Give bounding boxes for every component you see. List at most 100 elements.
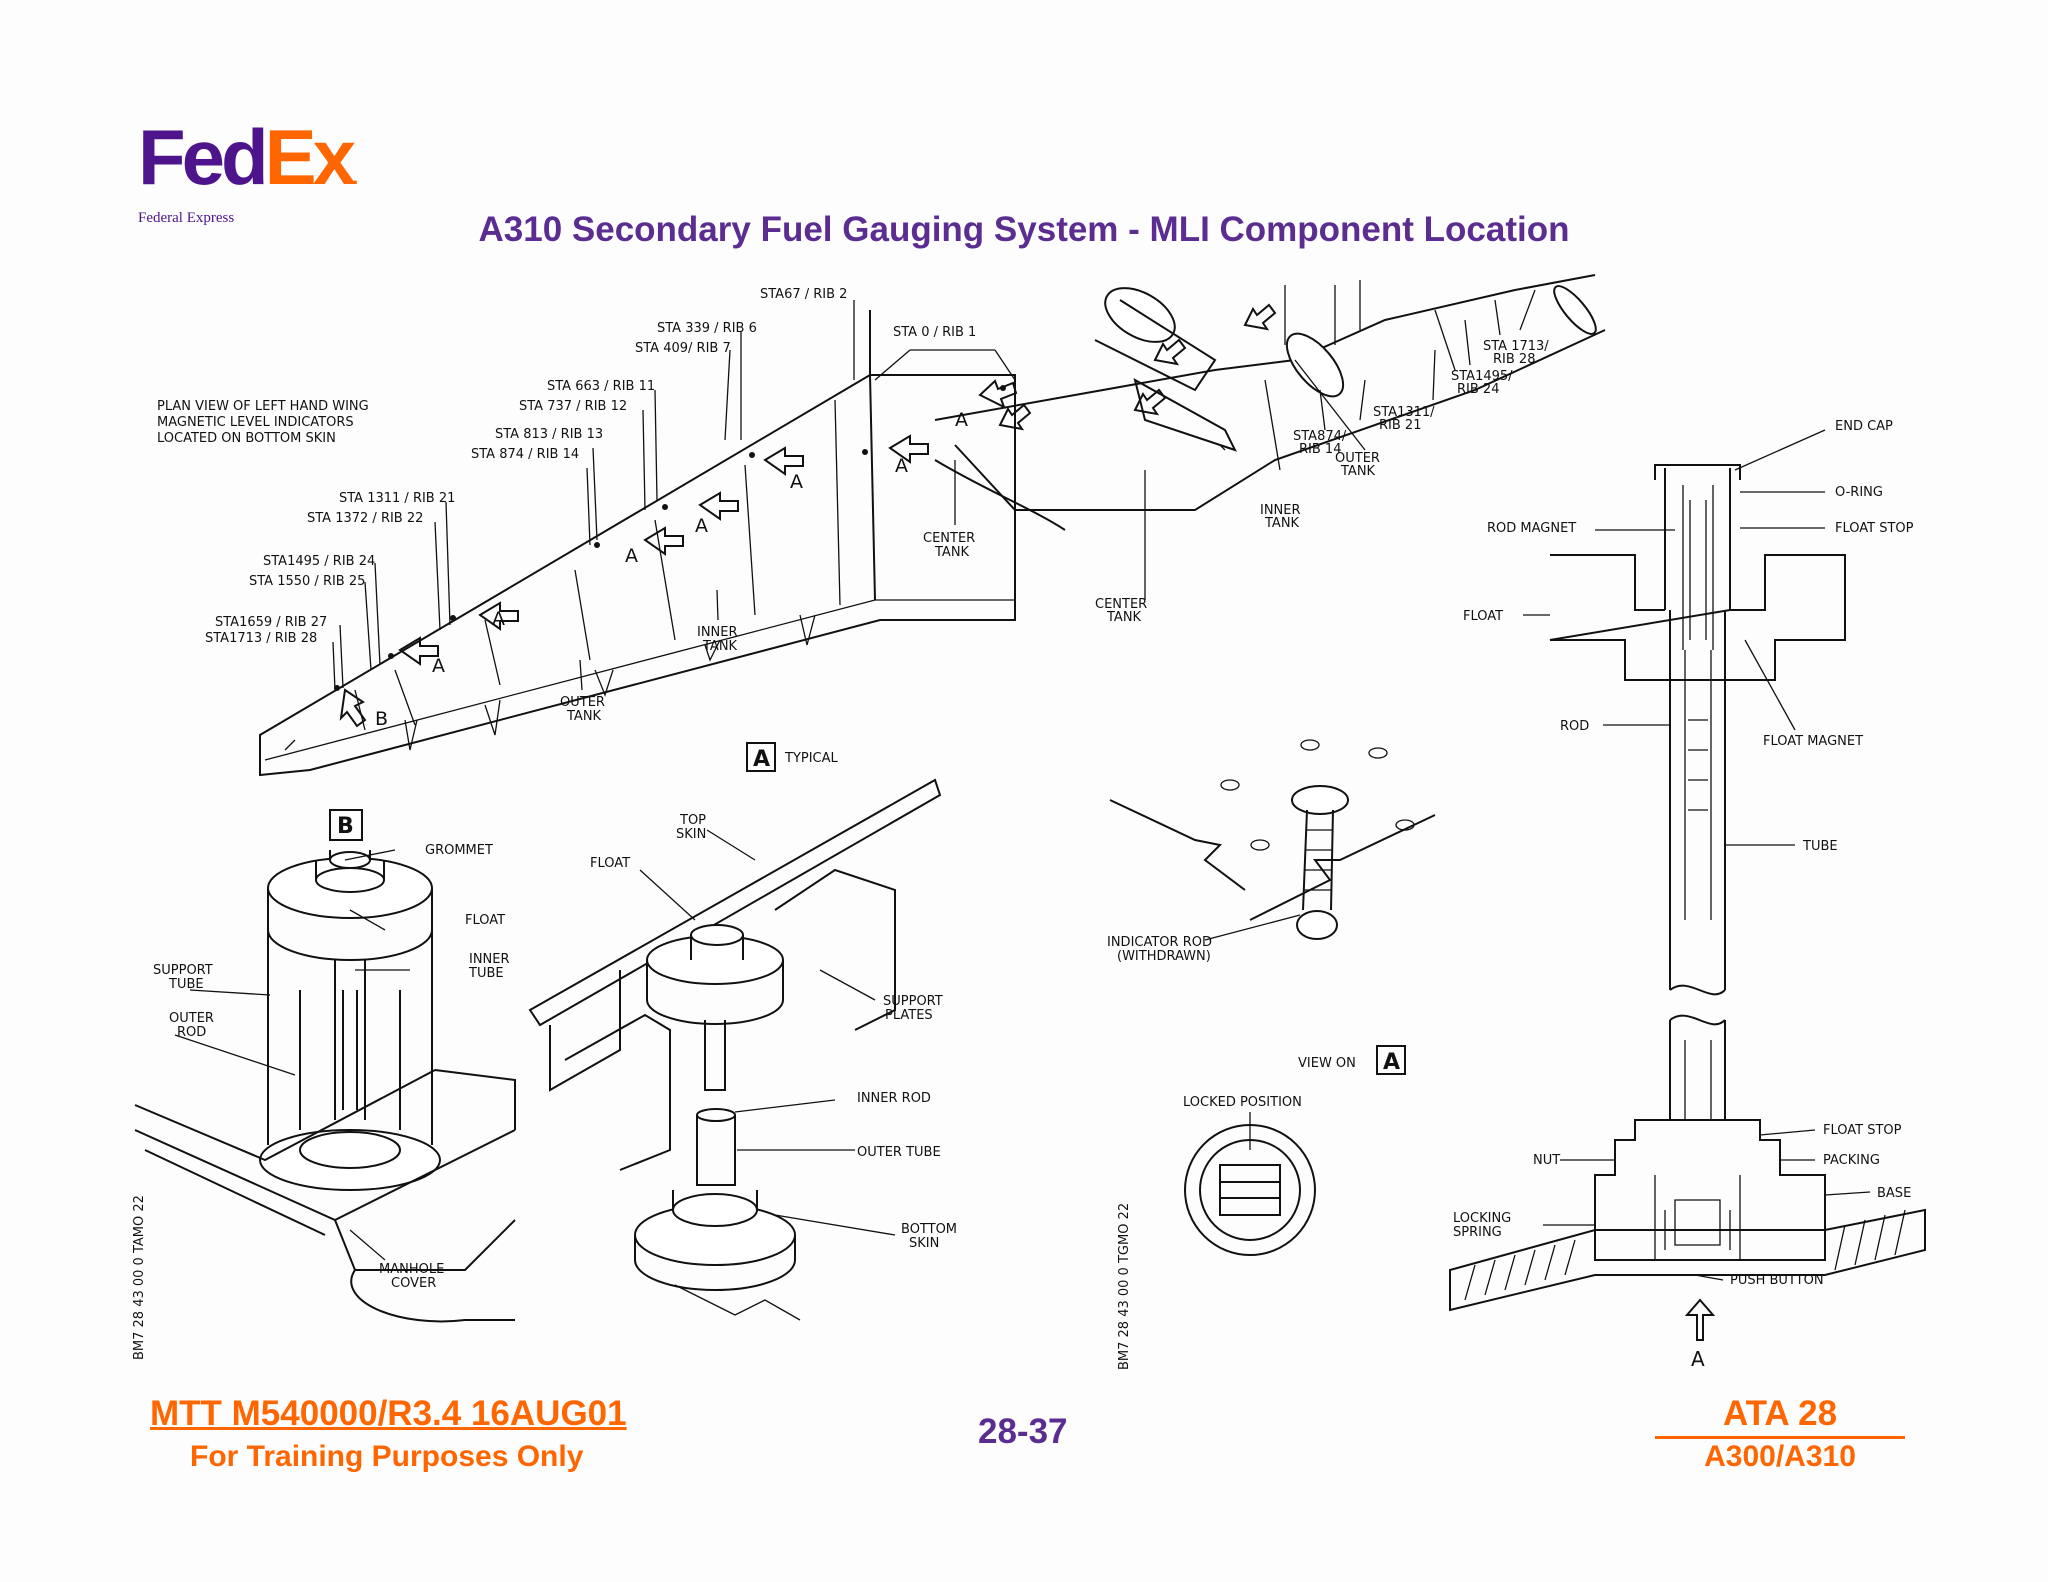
sta-0: STA 0 / RIB 1 bbox=[893, 325, 976, 340]
outer-rod-l2: ROD bbox=[177, 1025, 206, 1040]
inner-tube-l1: INNER bbox=[469, 952, 510, 967]
sta-339: STA 339 / RIB 6 bbox=[657, 321, 757, 336]
iso-sta1713-l2: RIB 28 bbox=[1493, 352, 1535, 367]
mli-nut: NUT bbox=[1533, 1153, 1560, 1168]
footer-mtt: MTT M540000/R3.4 16AUG01 bbox=[150, 1394, 627, 1433]
iso-sta874-l1: STA874/ bbox=[1293, 429, 1347, 444]
sta-67: STA67 / RIB 2 bbox=[760, 287, 847, 302]
center-tank-l1: CENTER bbox=[923, 531, 975, 546]
sta-1311: STA 1311 / RIB 21 bbox=[339, 491, 455, 506]
indicator-rod-l2: (WITHDRAWN) bbox=[1117, 949, 1211, 964]
view-a-typical-label: TYPICAL bbox=[784, 751, 839, 766]
indicator-rod-l1: INDICATOR ROD bbox=[1107, 935, 1212, 950]
support-tube-l1: SUPPORT bbox=[153, 963, 213, 978]
iso-sta1311-l2: RIB 21 bbox=[1379, 418, 1421, 433]
rod-magnet: ROD MAGNET bbox=[1487, 521, 1576, 536]
center-tank-l2: TANK bbox=[934, 545, 970, 560]
marker-a: A bbox=[492, 608, 505, 630]
sta-813: STA 813 / RIB 13 bbox=[495, 427, 603, 442]
inner-tank-l1: INNER bbox=[697, 625, 738, 640]
view-a-typical: A TYPICAL TOP SKIN FLOAT SUPPORT PLATES … bbox=[528, 742, 957, 1321]
top-skin-l1: TOP bbox=[679, 813, 706, 828]
outer-rod-l1: OUTER bbox=[169, 1011, 214, 1026]
page-title: A310 Secondary Fuel Gauging System - MLI… bbox=[478, 210, 1570, 249]
float-magnet: FLOAT MAGNET bbox=[1763, 734, 1863, 749]
iso-inner-tank-l2: TANK bbox=[1264, 516, 1300, 531]
grommet: GROMMET bbox=[425, 843, 493, 858]
indicator-rod-view: INDICATOR ROD (WITHDRAWN) VIEW ON A LOCK… bbox=[1107, 739, 1436, 1370]
marker-a: A bbox=[955, 409, 968, 431]
footer-model: A300/A310 bbox=[1704, 1440, 1856, 1473]
support-plates-l1: SUPPORT bbox=[883, 994, 943, 1009]
sta-874: STA 874 / RIB 14 bbox=[471, 447, 579, 462]
sta-409: STA 409/ RIB 7 bbox=[635, 341, 731, 356]
footer-page-number: 28-37 bbox=[978, 1412, 1068, 1451]
marker-b: B bbox=[375, 708, 388, 730]
outer-tank-l1: OUTER bbox=[560, 695, 605, 710]
locking-spring-l2: SPRING bbox=[1453, 1225, 1502, 1240]
view-a-letter: A bbox=[753, 747, 770, 772]
isometric-wing-view: STA 1713/ RIB 28 STA1495/ RIB 24 STA1311… bbox=[934, 274, 1606, 625]
push-arrow-a: A bbox=[1691, 1347, 1705, 1371]
ref-right: BM7 28 43 00 0 TGMO 22 bbox=[1117, 1203, 1132, 1370]
inner-tank-l2: TANK bbox=[702, 639, 738, 654]
outer-tube: OUTER TUBE bbox=[857, 1145, 941, 1160]
view-on-label: VIEW ON bbox=[1298, 1056, 1356, 1071]
mli-diagram: A A A A A A A B PLAN VIEW OF LEFT HAND W… bbox=[132, 274, 1926, 1371]
iso-inner-tank-l1: INNER bbox=[1260, 503, 1301, 518]
support-plates-l2: PLATES bbox=[885, 1008, 933, 1023]
iso-outer-tank-l1: OUTER bbox=[1335, 451, 1380, 466]
support-tube-l2: TUBE bbox=[168, 977, 204, 992]
push-button: PUSH BUTTON bbox=[1730, 1273, 1824, 1288]
marker-a: A bbox=[790, 471, 803, 493]
sta-737: STA 737 / RIB 12 bbox=[519, 399, 627, 414]
logo-subtitle: Federal Express bbox=[138, 210, 235, 226]
sta-1495: STA1495 / RIB 24 bbox=[263, 554, 375, 569]
locked-position-label: LOCKED POSITION bbox=[1183, 1095, 1302, 1110]
logo-ex: Ex bbox=[264, 113, 356, 201]
float-stop: FLOAT STOP bbox=[1835, 521, 1914, 536]
iso-sta1311-l1: STA1311/ bbox=[1373, 405, 1435, 420]
sta-1659: STA1659 / RIB 27 bbox=[215, 615, 327, 630]
iso-outer-tank-l2: TANK bbox=[1340, 464, 1376, 479]
mli-assembly: A END CAP O-RING ROD MAGNET FLOAT STOP F… bbox=[1449, 419, 1926, 1371]
mli-float: FLOAT bbox=[1463, 609, 1503, 624]
manhole-cover-l1: MANHOLE bbox=[379, 1262, 444, 1277]
view-on-letter: A bbox=[1383, 1050, 1400, 1075]
fedex-logo: FedEx. Federal Express bbox=[138, 118, 368, 226]
locking-spring-l1: LOCKING bbox=[1453, 1211, 1511, 1226]
iso-sta874-l2: RIB 14 bbox=[1299, 442, 1341, 457]
manhole-cover-l2: COVER bbox=[391, 1276, 436, 1291]
iso-sta1495-l2: RIB 24 bbox=[1457, 382, 1499, 397]
plan-note-line3: LOCATED ON BOTTOM SKIN bbox=[157, 431, 336, 446]
footer-training: For Training Purposes Only bbox=[190, 1440, 584, 1473]
float-stop-2: FLOAT STOP bbox=[1823, 1123, 1902, 1138]
ref-left: BM7 28 43 00 0 TAMO 22 bbox=[132, 1195, 147, 1360]
view-b-box bbox=[329, 809, 363, 841]
sta-1550: STA 1550 / RIB 25 bbox=[249, 574, 365, 589]
view-a-box bbox=[746, 742, 776, 772]
marker-a: A bbox=[625, 545, 638, 567]
footer-ata: ATA 28 bbox=[1655, 1394, 1905, 1439]
sta-663: STA 663 / RIB 11 bbox=[547, 379, 655, 394]
marker-a: A bbox=[895, 455, 908, 477]
outer-tank-l2: TANK bbox=[566, 709, 602, 724]
sta-1372: STA 1372 / RIB 22 bbox=[307, 511, 423, 526]
logo-fed: Fed bbox=[138, 113, 269, 201]
inner-rod: INNER ROD bbox=[857, 1091, 931, 1106]
iso-sta1495-l1: STA1495/ bbox=[1451, 369, 1513, 384]
view-on-box bbox=[1376, 1045, 1406, 1075]
sta-1713: STA1713 / RIB 28 bbox=[205, 631, 317, 646]
iso-sta1713-l1: STA 1713/ bbox=[1483, 339, 1549, 354]
inner-tube-l2: TUBE bbox=[468, 966, 504, 981]
marker-a: A bbox=[432, 655, 445, 677]
mli-base: BASE bbox=[1877, 1186, 1911, 1201]
plan-note-line2: MAGNETIC LEVEL INDICATORS bbox=[157, 415, 354, 430]
view-b-letter: B bbox=[337, 814, 354, 839]
wing-plan-view: A A A A A A A B PLAN VIEW OF LEFT HAND W… bbox=[157, 287, 1018, 777]
view-b: B GROMMET FLOAT INNER TUBE SUPPORT TUBE … bbox=[132, 809, 516, 1360]
mli-rod: ROD bbox=[1560, 719, 1589, 734]
plan-note-line1: PLAN VIEW OF LEFT HAND WING bbox=[157, 399, 369, 414]
top-skin-l2: SKIN bbox=[676, 827, 706, 842]
view-a-float: FLOAT bbox=[590, 856, 630, 871]
